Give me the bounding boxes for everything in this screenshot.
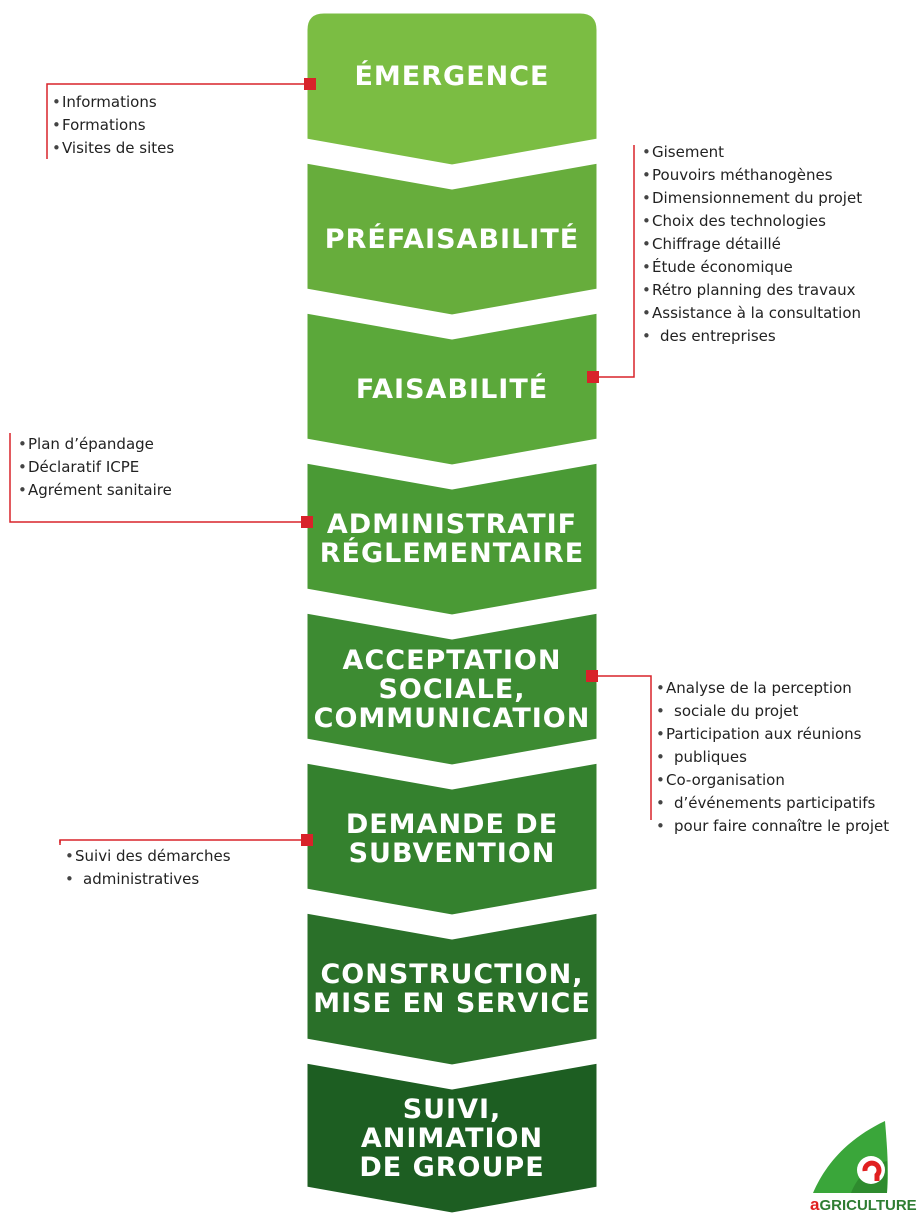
annotation-item: Plan d’épandage <box>18 433 172 456</box>
annotation-administratif: Plan d’épandage Déclaratif ICPE Agrément… <box>18 433 172 502</box>
connector-marker <box>301 834 313 846</box>
connector-line <box>593 145 635 378</box>
annotation-item: Gisement <box>642 141 862 164</box>
connector-line <box>46 83 310 159</box>
annotation-emergence: Informations Formations Visites de sites <box>52 91 174 160</box>
connector-line <box>59 839 307 843</box>
step-chevron <box>304 460 600 618</box>
step-label-line: SUBVENTION <box>348 838 556 869</box>
step-label-line: CONSTRUCTION, <box>320 959 584 990</box>
step-label-line: MISE EN SERVICE <box>313 988 591 1019</box>
connector-marker <box>301 516 313 528</box>
logo-wordmark: aGRICULTURE <box>810 1195 917 1215</box>
step-chevron <box>304 160 600 318</box>
agriculture-logo-icon <box>813 1121 888 1193</box>
connector-marker <box>304 78 316 90</box>
annotation-item-continued: des entreprises <box>642 325 862 348</box>
annotation-item: Co-organisation <box>656 769 889 792</box>
annotation-item: Agrément sanitaire <box>18 479 172 502</box>
annotation-item: Déclaratif ICPE <box>18 456 172 479</box>
annotation-item: Étude économique <box>642 256 862 279</box>
step-label-line: PRÉFAISABILITÉ <box>324 223 580 255</box>
connector-line <box>592 675 652 820</box>
step-chevron <box>304 910 600 1068</box>
step-label-line: DEMANDE DE <box>345 809 559 840</box>
logo-initial: a <box>810 1195 820 1214</box>
step-label-line: ÉMERGENCE <box>354 60 550 92</box>
step-chevron <box>304 10 600 168</box>
annotation-item: Rétro planning des travaux <box>642 279 862 302</box>
annotation-construction: Suivi des démarches administratives <box>65 845 231 891</box>
step-label: FAISABILITÉ <box>306 338 598 440</box>
annotation-item-continued: sociale du projet <box>656 700 889 723</box>
annotation-item-continued: publiques <box>656 746 889 769</box>
annotation-item: Analyse de la perception <box>656 677 889 700</box>
step-label-line: ADMINISTRATIF <box>326 509 578 540</box>
annotation-item-continued: d’événements participatifs <box>656 792 889 815</box>
annotation-item: Chiffrage détaillé <box>642 233 862 256</box>
connector-marker <box>586 670 598 682</box>
connector-marker <box>587 371 599 383</box>
step-label-line: ACCEPTATION <box>342 644 562 676</box>
step-label-line: RÉGLEMENTAIRE <box>319 538 585 569</box>
annotation-item-continued: pour faire connaître le projet <box>656 815 889 838</box>
step-label-line: SUIVI, <box>402 1093 502 1125</box>
connector-line <box>9 433 307 523</box>
step-label-line: FAISABILITÉ <box>355 373 549 405</box>
annotation-item: Choix des technologies <box>642 210 862 233</box>
step-label-line: ANIMATION <box>360 1122 544 1154</box>
annotation-faisabilite: Gisement Pouvoirs méthanogènes Dimension… <box>642 141 862 348</box>
logo-rest: GRICULTURE <box>819 1197 917 1214</box>
annotation-item: Suivi des démarches <box>65 845 231 868</box>
step-chevron <box>304 760 600 918</box>
step-chevron <box>304 1060 600 1214</box>
annotation-item: Pouvoirs méthanogènes <box>642 164 862 187</box>
step-label-line: SOCIALE, <box>378 673 526 705</box>
annotation-item: Participation aux réunions <box>656 723 889 746</box>
annotation-item: Formations <box>52 114 174 137</box>
annotation-item: Informations <box>52 91 174 114</box>
step-label: ÉMERGENCE <box>306 12 598 140</box>
annotation-acceptation: Analyse de la perception sociale du proj… <box>656 677 889 838</box>
step-label: PRÉFAISABILITÉ <box>306 188 598 290</box>
step-chevron <box>304 610 600 768</box>
step-label-line: COMMUNICATION <box>313 702 591 734</box>
annotation-item: Dimensionnement du projet <box>642 187 862 210</box>
step-label: CONSTRUCTION,MISE EN SERVICE <box>306 938 598 1040</box>
annotation-item: Assistance à la consultation <box>642 302 862 325</box>
annotation-item-continued: administratives <box>65 868 231 891</box>
annotation-item: Visites de sites <box>52 137 174 160</box>
step-label-line: DE GROUPE <box>359 1151 545 1183</box>
step-chevron <box>304 310 600 468</box>
